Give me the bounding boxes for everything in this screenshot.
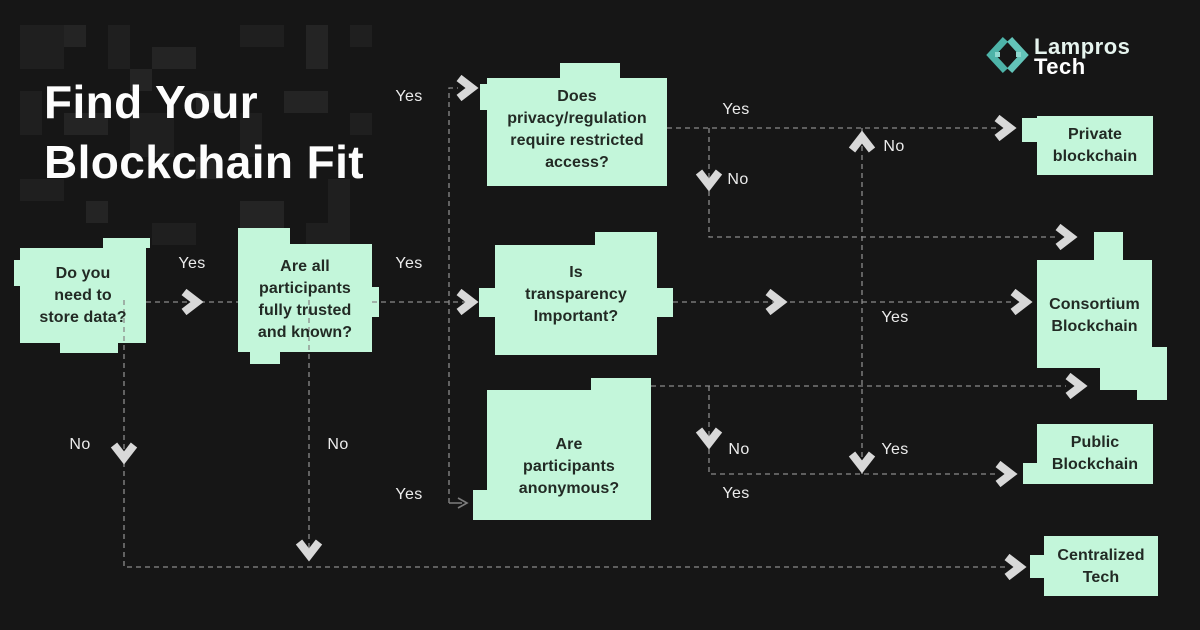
arrow-chevron [1010, 288, 1033, 316]
brand-name-bottom: Tech [1034, 53, 1086, 79]
edge-label-public-in-yes: Yes [722, 485, 750, 502]
arrow-chevron [456, 74, 479, 102]
arrow-thin-anonymous [449, 497, 469, 509]
edge-privacy-consortium [708, 128, 1056, 238]
edge-label-anonymous-in-yes: Yes [395, 486, 423, 503]
edge-label-privacy-yes: Yes [722, 101, 750, 118]
brand-name-top: Lampros [1034, 33, 1131, 59]
edge-label-trusted-no: No [327, 436, 349, 453]
arrow-chevron [1055, 223, 1078, 251]
node-centralized-tech-text: Centralized Tech [1057, 547, 1145, 586]
arrow-chevron [848, 451, 876, 474]
edge-label-store-yes: Yes [178, 255, 206, 272]
arrow-chevron [994, 114, 1017, 142]
node-trusted-text: Are all participants fully trusted and k… [257, 257, 353, 341]
angle-brackets-icon [986, 37, 1029, 73]
node-private-blockchain-text: Private blockchain [1052, 125, 1138, 165]
arrow-chevron [181, 288, 204, 316]
edge-fork-vertical [448, 87, 458, 503]
edge-store-centralized [123, 300, 1006, 568]
arrow-chevron [765, 288, 788, 316]
node-consortium-blockchain-text: Consortium Blockchain [1049, 296, 1140, 335]
arrow-chevron [695, 427, 723, 450]
edge-label-anonymous-yes: Yes [881, 441, 909, 458]
node-public-blockchain-text: Public Blockchain [1051, 434, 1139, 473]
node-anonymous-text: Are participants anonymous? [518, 436, 620, 497]
arrow-chevron [995, 460, 1018, 488]
edge-label-transparency-no: No [883, 138, 905, 155]
arrow-chevron [848, 130, 876, 153]
edge-label-trusted-yes-top: Yes [395, 88, 423, 105]
edge-anonymous-public [708, 386, 998, 475]
arrow-chevron [456, 288, 479, 316]
node-store-data-text: Do you need to store data? [39, 265, 127, 326]
edge-label-transparency-yes: Yes [881, 309, 909, 326]
edge-label-privacy-no: No [727, 171, 749, 188]
brand-logo: Lampros Tech [986, 34, 1130, 78]
edge-label-anonymous-no: No [728, 441, 750, 458]
node-transparency-text: Is transparency Important? [525, 264, 627, 325]
arrow-chevron [1004, 553, 1027, 581]
node-privacy-text: Does privacy/regulation require restrict… [507, 88, 647, 171]
arrow-chevron [695, 169, 723, 192]
edge-label-store-no: No [69, 436, 91, 453]
page-title: Find Your Blockchain Fit [44, 76, 364, 188]
edge-label-trusted-yes-mid: Yes [395, 255, 423, 272]
arrow-chevron [1065, 372, 1088, 400]
arrow-chevron [110, 442, 138, 465]
arrow-chevron [295, 539, 323, 562]
